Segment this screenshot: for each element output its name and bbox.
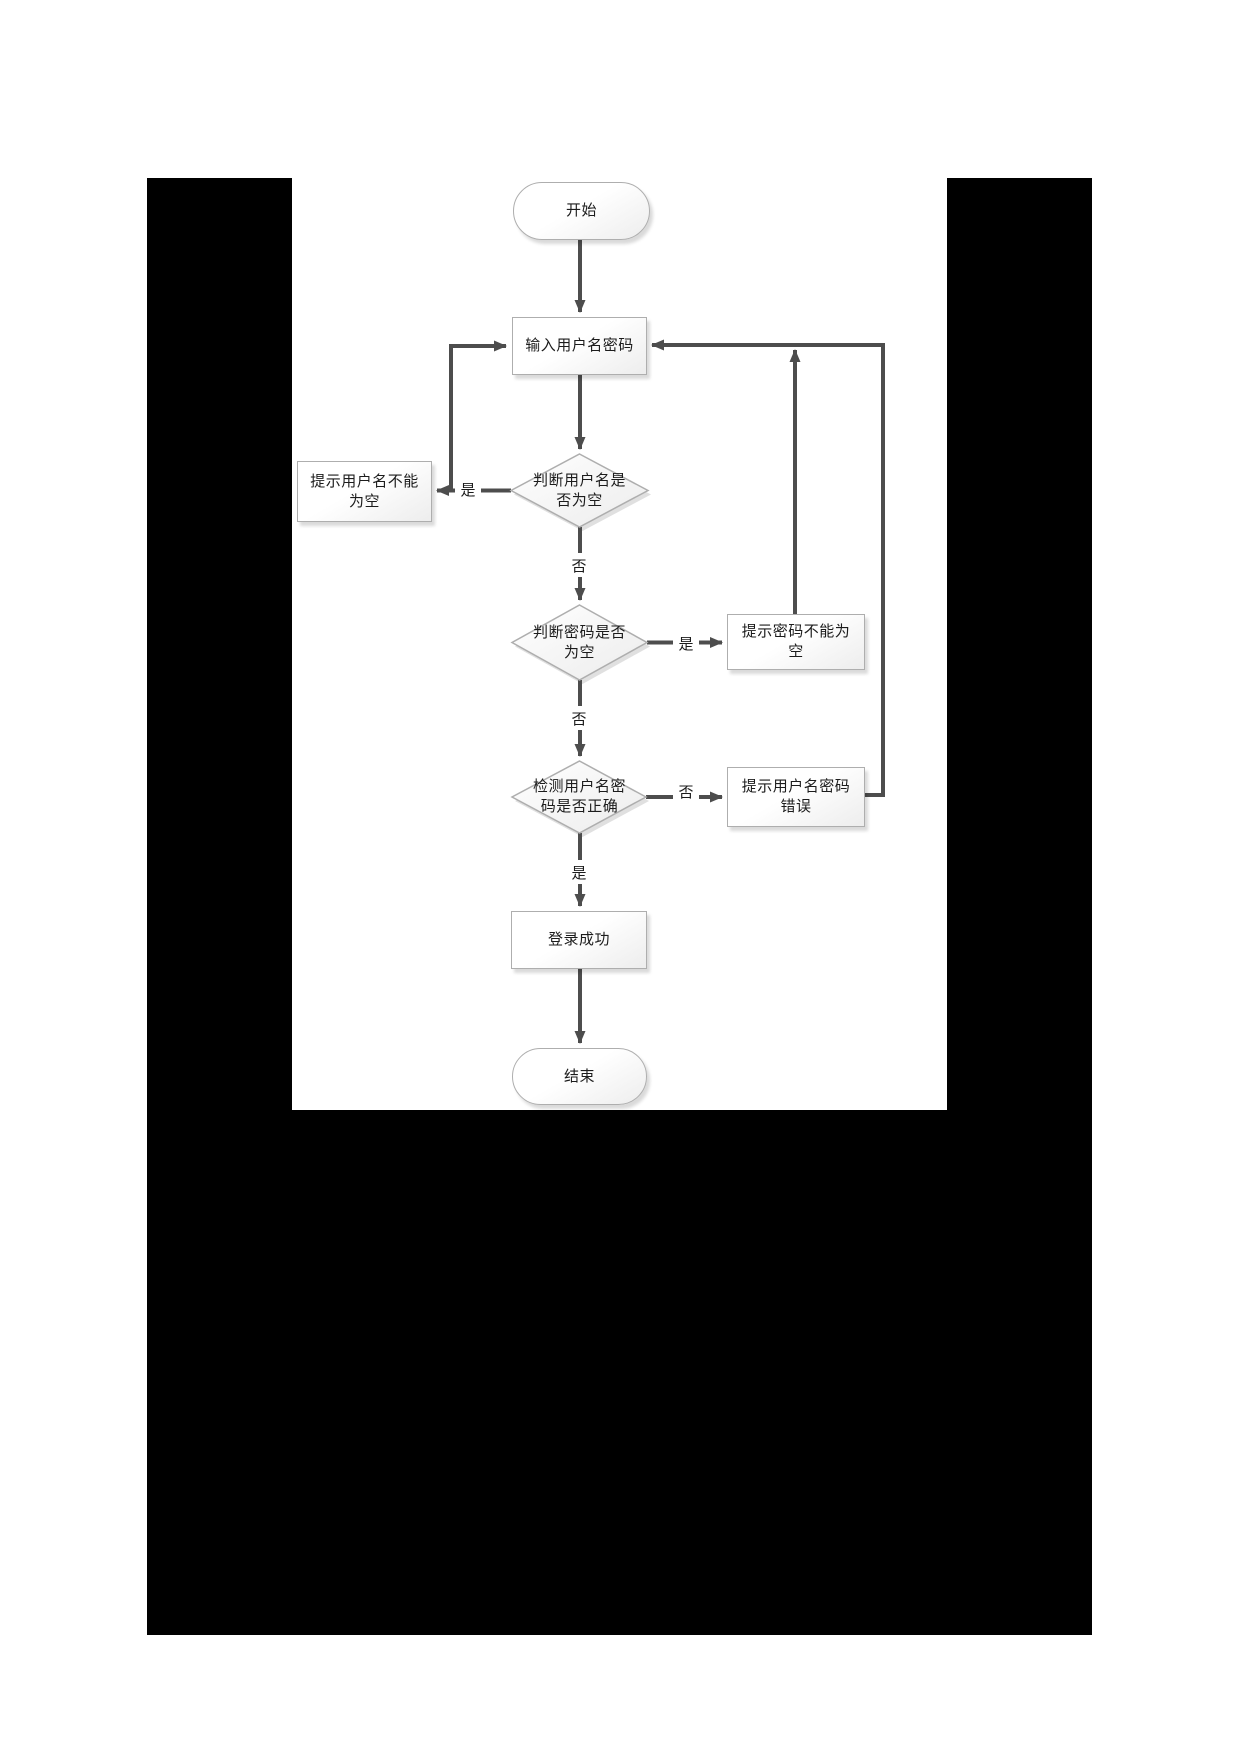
node-check-credentials-correct: 检测用户名密 码是否正确 xyxy=(532,777,626,815)
branch-label-no-username: 否 xyxy=(566,553,592,577)
node-check-password-empty: 判断密码是否 为空 xyxy=(532,623,626,661)
decision-shape-check-username xyxy=(509,453,650,528)
connector-tip-username-loop-to-input xyxy=(449,340,507,491)
decision-shape-check-correct xyxy=(510,760,648,834)
flowchart-canvas xyxy=(436,240,885,1044)
branch-label-yes-username: 是 xyxy=(455,477,481,501)
connector-tip-wrong-loop-to-input xyxy=(651,339,885,797)
node-end: 结束 xyxy=(512,1048,647,1105)
branch-label-yes-password: 是 xyxy=(673,631,699,655)
node-tip-username-empty: 提示用户名不能 为空 xyxy=(297,461,432,522)
node-login-success: 登录成功 xyxy=(511,911,647,969)
node-tip-credentials-wrong: 提示用户名密码 错误 xyxy=(727,767,865,827)
branch-label-no-password: 否 xyxy=(566,706,592,730)
node-tip-password-empty: 提示密码不能为 空 xyxy=(727,614,865,670)
flowchart-region: 开始 输入用户名密码 提示用户名不能 为空 提示密码不能为 空 提示用户名密码 … xyxy=(292,178,947,1110)
node-start: 开始 xyxy=(513,182,650,240)
branch-label-yes-correct: 是 xyxy=(566,860,592,884)
decision-shape-check-password xyxy=(510,604,649,681)
node-input-credentials: 输入用户名密码 xyxy=(512,317,647,375)
node-check-username-empty: 判断用户名是 否为空 xyxy=(532,471,626,509)
branch-label-no-correct: 否 xyxy=(673,779,699,803)
